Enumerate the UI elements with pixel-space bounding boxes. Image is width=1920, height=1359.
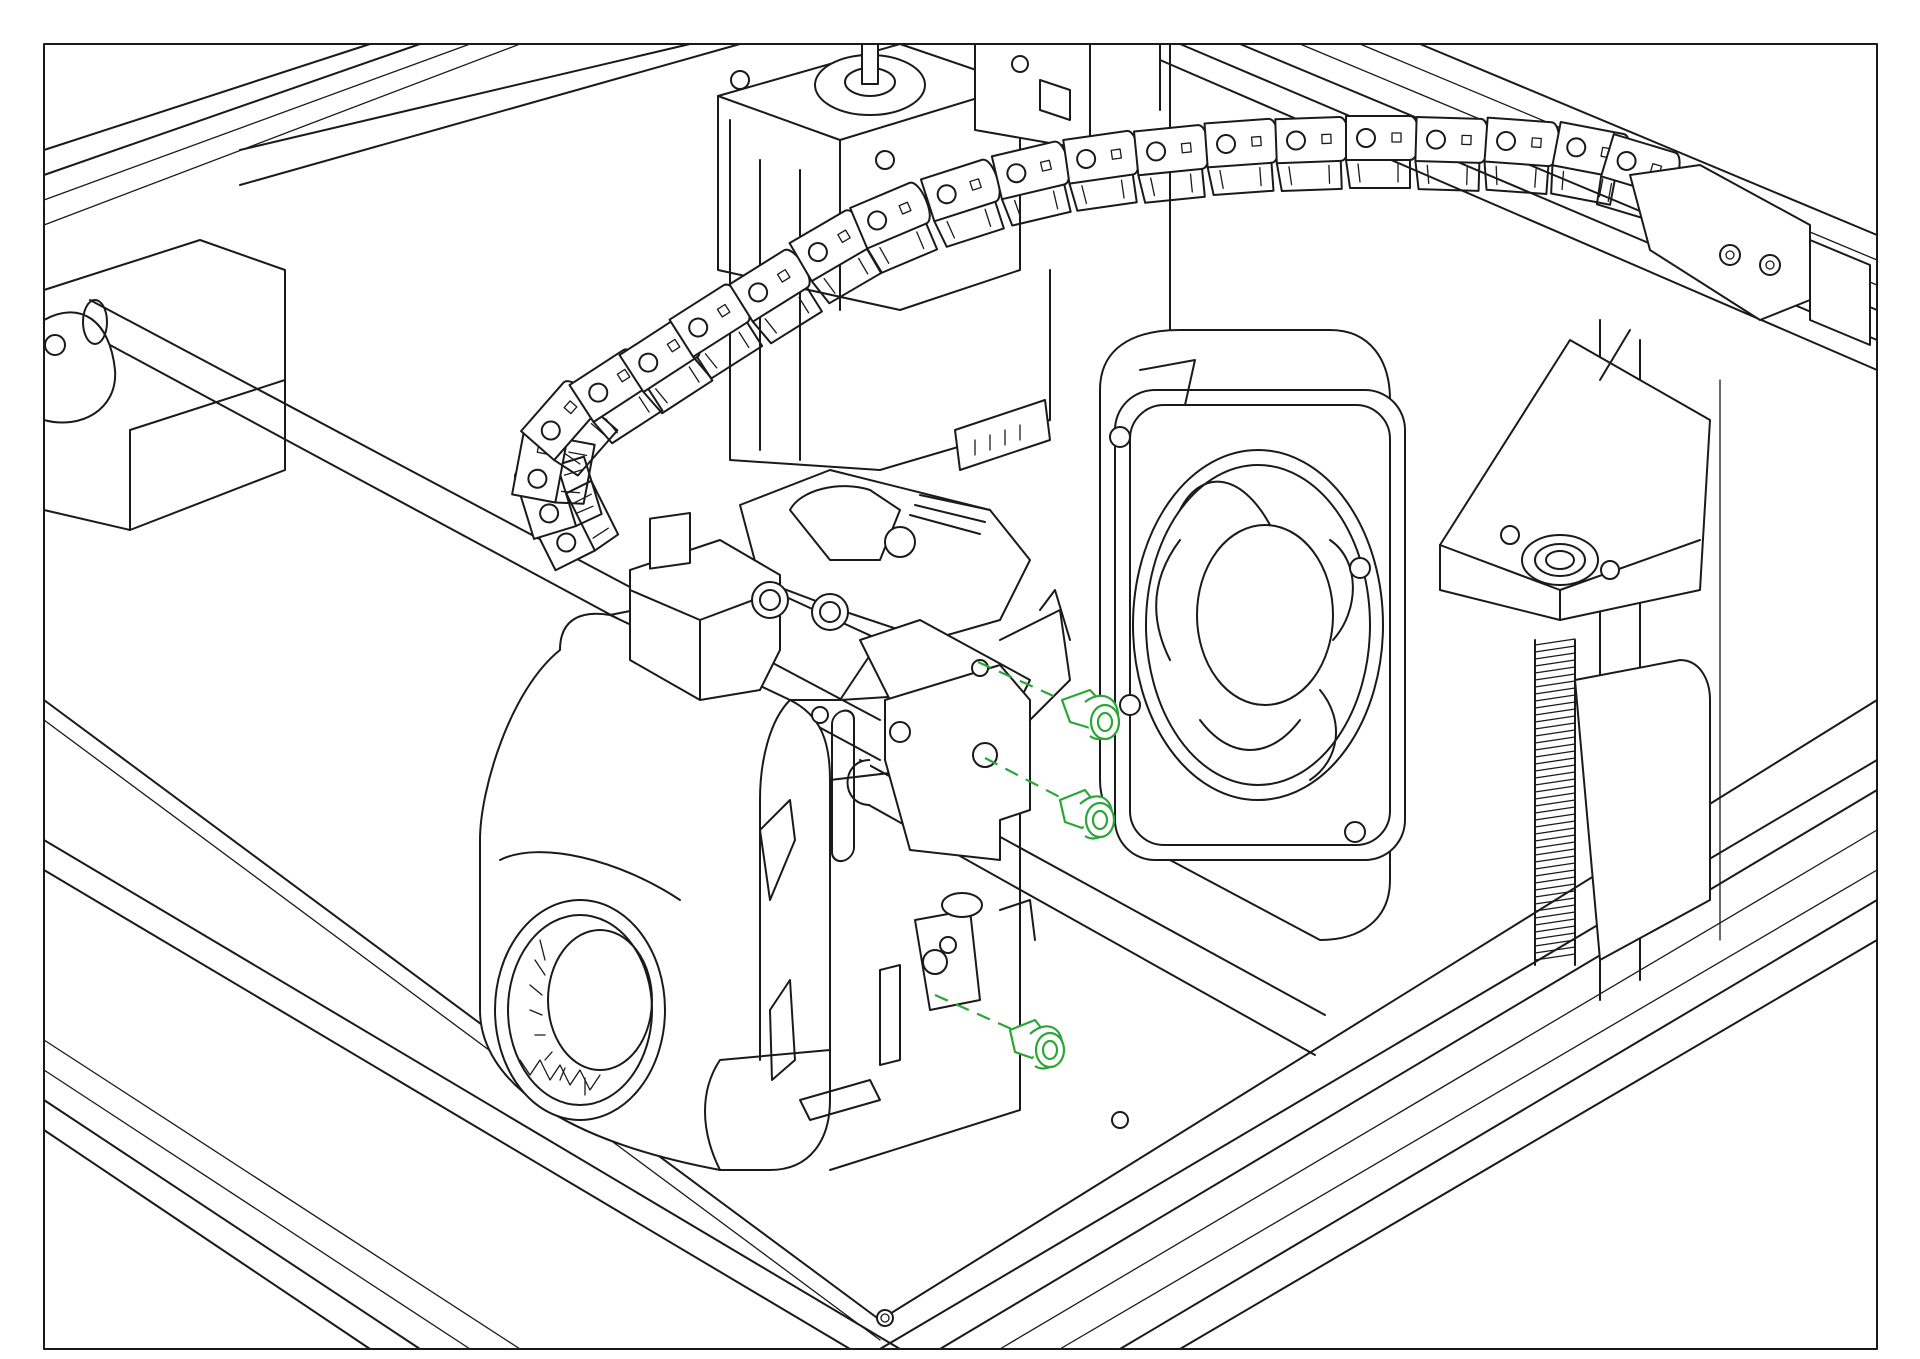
- lead-screw-thread: [1534, 673, 1576, 681]
- cable-chain-link: [1062, 129, 1141, 212]
- cable-chain-end-bracket: [1629, 164, 1871, 346]
- cable-chain-link: [1203, 117, 1281, 197]
- cable-chain-link: [1132, 124, 1211, 204]
- lead-screw-thread: [1534, 869, 1576, 877]
- lead-screw-thread: [1534, 736, 1576, 744]
- lead-screw-thread: [1534, 680, 1576, 688]
- lead-screw-thread: [1534, 722, 1576, 730]
- lead-screw-thread: [1534, 827, 1576, 835]
- cable-chain-link: [990, 140, 1072, 227]
- lead-screw-thread: [1534, 841, 1576, 849]
- lead-screw-thread: [1534, 785, 1576, 793]
- lead-screw-thread: [1534, 771, 1576, 779]
- lead-screw-thread: [1534, 638, 1576, 646]
- lead-screw-thread: [1534, 792, 1576, 800]
- mounting-screw-upper: [977, 660, 1121, 741]
- lead-screw-thread: [1534, 659, 1576, 667]
- hotend-fan-opening: [494, 899, 666, 1121]
- lead-screw-thread: [1534, 904, 1576, 912]
- lead-screw-thread: [1534, 953, 1576, 961]
- lead-screw-thread: [1534, 883, 1576, 891]
- lead-screw-thread: [1534, 715, 1576, 723]
- lead-screw-thread: [1534, 939, 1576, 947]
- frame-extrusion-bottom-right: [879, 759, 1878, 1350]
- cable-chain-link: [919, 158, 1005, 248]
- cable-chain-link: [1274, 115, 1350, 193]
- carriage-bearing: [941, 892, 1036, 941]
- lead-screw-thread: [1534, 778, 1576, 786]
- lead-screw-nut-mount: [1574, 659, 1711, 961]
- cable-chain-link: [1414, 116, 1490, 192]
- lead-screw-thread: [1534, 848, 1576, 856]
- lead-screw-thread: [1534, 645, 1576, 653]
- lead-screw-thread: [1534, 694, 1576, 702]
- lead-screw-thread: [1534, 855, 1576, 863]
- cable-chain-link: [1345, 115, 1420, 189]
- drawing-border: [43, 43, 1878, 1350]
- toolhead-side-vents: [759, 709, 901, 1121]
- cable-chain-link: [668, 283, 764, 380]
- cable-chain-link: [849, 182, 939, 274]
- lead-screw: [1534, 638, 1576, 966]
- lead-screw-thread: [1534, 806, 1576, 814]
- lead-screw-thread: [1534, 862, 1576, 870]
- lead-screw-bracket: [1439, 329, 1711, 621]
- lead-screw-thread: [1534, 932, 1576, 940]
- lead-screw-thread: [1534, 687, 1576, 695]
- lead-screw-thread: [1534, 834, 1576, 842]
- lead-screw-thread: [1534, 876, 1576, 884]
- lead-screw-thread: [1534, 729, 1576, 737]
- x-carriage-plate: [884, 659, 1031, 1011]
- lead-screw-thread: [1534, 757, 1576, 765]
- cable-chain-link: [1483, 116, 1561, 196]
- lead-screw-thread: [1534, 897, 1576, 905]
- cable-clamp: [629, 512, 849, 724]
- frame-extrusion-bottom-left: [43, 839, 901, 1350]
- lead-screw-thread: [1534, 813, 1576, 821]
- lead-screw-thread: [1534, 918, 1576, 926]
- cooling-fan: [1099, 329, 1406, 941]
- lead-screw-thread: [1534, 652, 1576, 660]
- lead-screw-thread: [1534, 701, 1576, 709]
- lead-screw-thread: [1534, 750, 1576, 758]
- lead-screw-thread: [1534, 911, 1576, 919]
- lead-screw-thread: [1534, 820, 1576, 828]
- mounting-screw-lower: [934, 993, 1066, 1070]
- left-rod-mount: [43, 239, 286, 531]
- bed-plate: [43, 699, 1878, 1341]
- lead-screw-thread: [1534, 946, 1576, 954]
- lead-screw-thread: [1534, 666, 1576, 674]
- lead-screw-thread: [1534, 799, 1576, 807]
- lead-screw-thread: [1534, 890, 1576, 898]
- motor-connector: [954, 399, 1051, 471]
- lead-screw-thread: [1534, 925, 1576, 933]
- lead-screw-thread: [1534, 743, 1576, 751]
- mounting-screw-middle: [984, 757, 1116, 840]
- frame-extrusion-top-left: [43, 43, 741, 226]
- lead-screw-thread: [1534, 764, 1576, 772]
- lead-screw-thread: [1534, 708, 1576, 716]
- cable-chain-link: [728, 248, 823, 345]
